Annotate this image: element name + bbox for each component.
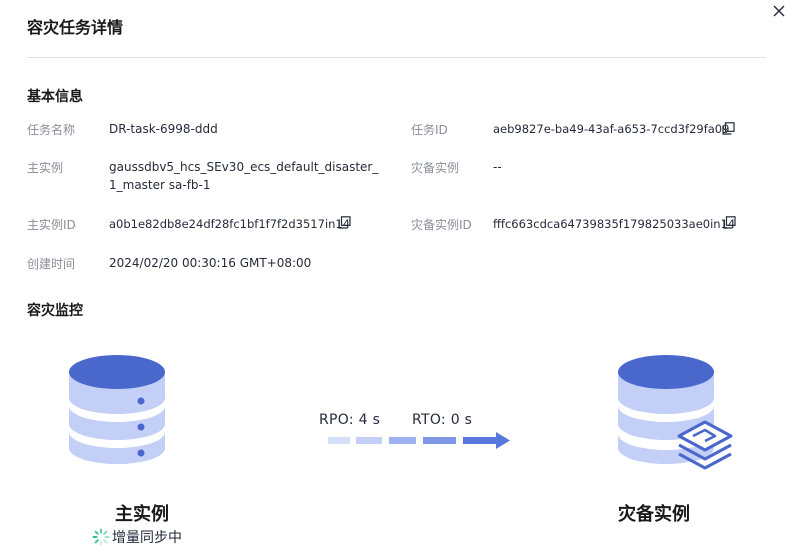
- standby-database-icon: [618, 355, 733, 470]
- loading-spinner-icon: [92, 528, 110, 546]
- task-id-value: aeb9827e-ba49-43af-a653-7ccd3f29fa09: [493, 122, 730, 136]
- primary-instance-id-label: 主实例ID: [27, 218, 76, 232]
- close-icon[interactable]: [773, 5, 785, 17]
- standby-instance-label: 灾备实例: [411, 161, 460, 175]
- primary-instance-label: 主实例: [27, 161, 64, 175]
- primary-database-icon: [69, 355, 165, 464]
- standby-instance-value: --: [493, 160, 502, 174]
- close-button[interactable]: [768, 0, 790, 22]
- primary-instance-name: 主实例: [115, 504, 169, 525]
- rpo-value: RPO: 4 s: [319, 412, 381, 428]
- rto-value: RTO: 0 s: [412, 412, 473, 428]
- primary-instance-value-line2: 1_master sa-fb-1: [109, 178, 211, 192]
- sync-direction-arrow: [328, 432, 510, 449]
- copy-icon[interactable]: [723, 216, 736, 229]
- layers-icon: [677, 420, 733, 470]
- monitor-title: 容灾监控: [27, 303, 83, 319]
- standby-instance-id-value: fffc663cdca64739835f179825033ae0in14: [493, 217, 736, 231]
- copy-icon[interactable]: [338, 216, 351, 229]
- copy-icon[interactable]: [722, 122, 735, 135]
- task-name-value: DR-task-6998-ddd: [109, 122, 218, 136]
- task-name-label: 任务名称: [27, 123, 76, 137]
- sync-status-text: 增量同步中: [112, 530, 182, 546]
- task-id-label: 任务ID: [411, 123, 448, 137]
- primary-instance-id-value: a0b1e82db8e24df28fc1bf1f7f2d3517in14: [109, 217, 351, 231]
- created-time-value: 2024/02/20 00:30:16 GMT+08:00: [109, 256, 312, 270]
- dialog-title: 容灾任务详情: [27, 18, 124, 37]
- created-time-label: 创建时间: [27, 257, 76, 271]
- header-divider: [27, 57, 766, 58]
- standby-instance-id-label: 灾备实例ID: [411, 218, 472, 232]
- sync-status: 增量同步中: [92, 527, 182, 547]
- primary-instance-value-line1: gaussdbv5_hcs_SEv30_ecs_default_disaster…: [109, 160, 379, 174]
- basic-info-title: 基本信息: [27, 89, 83, 105]
- standby-instance-name: 灾备实例: [618, 504, 690, 525]
